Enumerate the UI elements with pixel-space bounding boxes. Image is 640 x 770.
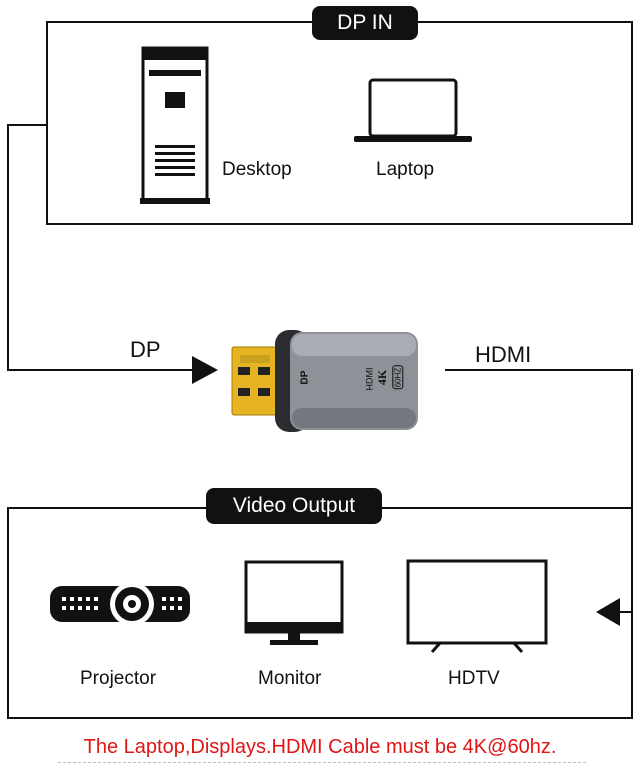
laptop-icon <box>354 80 472 142</box>
dp-arrow-head <box>192 356 218 384</box>
adapter-hdmi-marking: HDMI <box>365 368 375 391</box>
requirement-caption: The Laptop,Displays.HDMI Cable must be 4… <box>0 736 640 759</box>
adapter-60hz-marking: 60HZ <box>392 366 403 390</box>
adapter-4k-marking: 4K <box>375 370 390 385</box>
desktop-label: Desktop <box>222 159 292 181</box>
projector-icon <box>50 582 190 626</box>
laptop-label: Laptop <box>376 159 434 181</box>
hdtv-label: HDTV <box>448 668 500 690</box>
adapter-dp-marking: DP <box>299 371 310 385</box>
hdtv-icon <box>408 561 546 652</box>
hdmi-signal-line <box>445 370 632 612</box>
hdmi-connector-label: HDMI <box>475 342 531 368</box>
caption-divider <box>58 762 586 764</box>
desktop-tower-icon <box>140 48 210 204</box>
dp-in-title: DP IN <box>312 6 418 40</box>
hdmi-arrow-head <box>596 598 620 626</box>
monitor-label: Monitor <box>258 668 321 690</box>
monitor-icon <box>246 562 342 645</box>
dp-in-panel <box>47 22 632 224</box>
video-output-title: Video Output <box>206 488 382 524</box>
dp-connector-label: DP <box>130 337 161 363</box>
projector-label: Projector <box>80 668 156 690</box>
